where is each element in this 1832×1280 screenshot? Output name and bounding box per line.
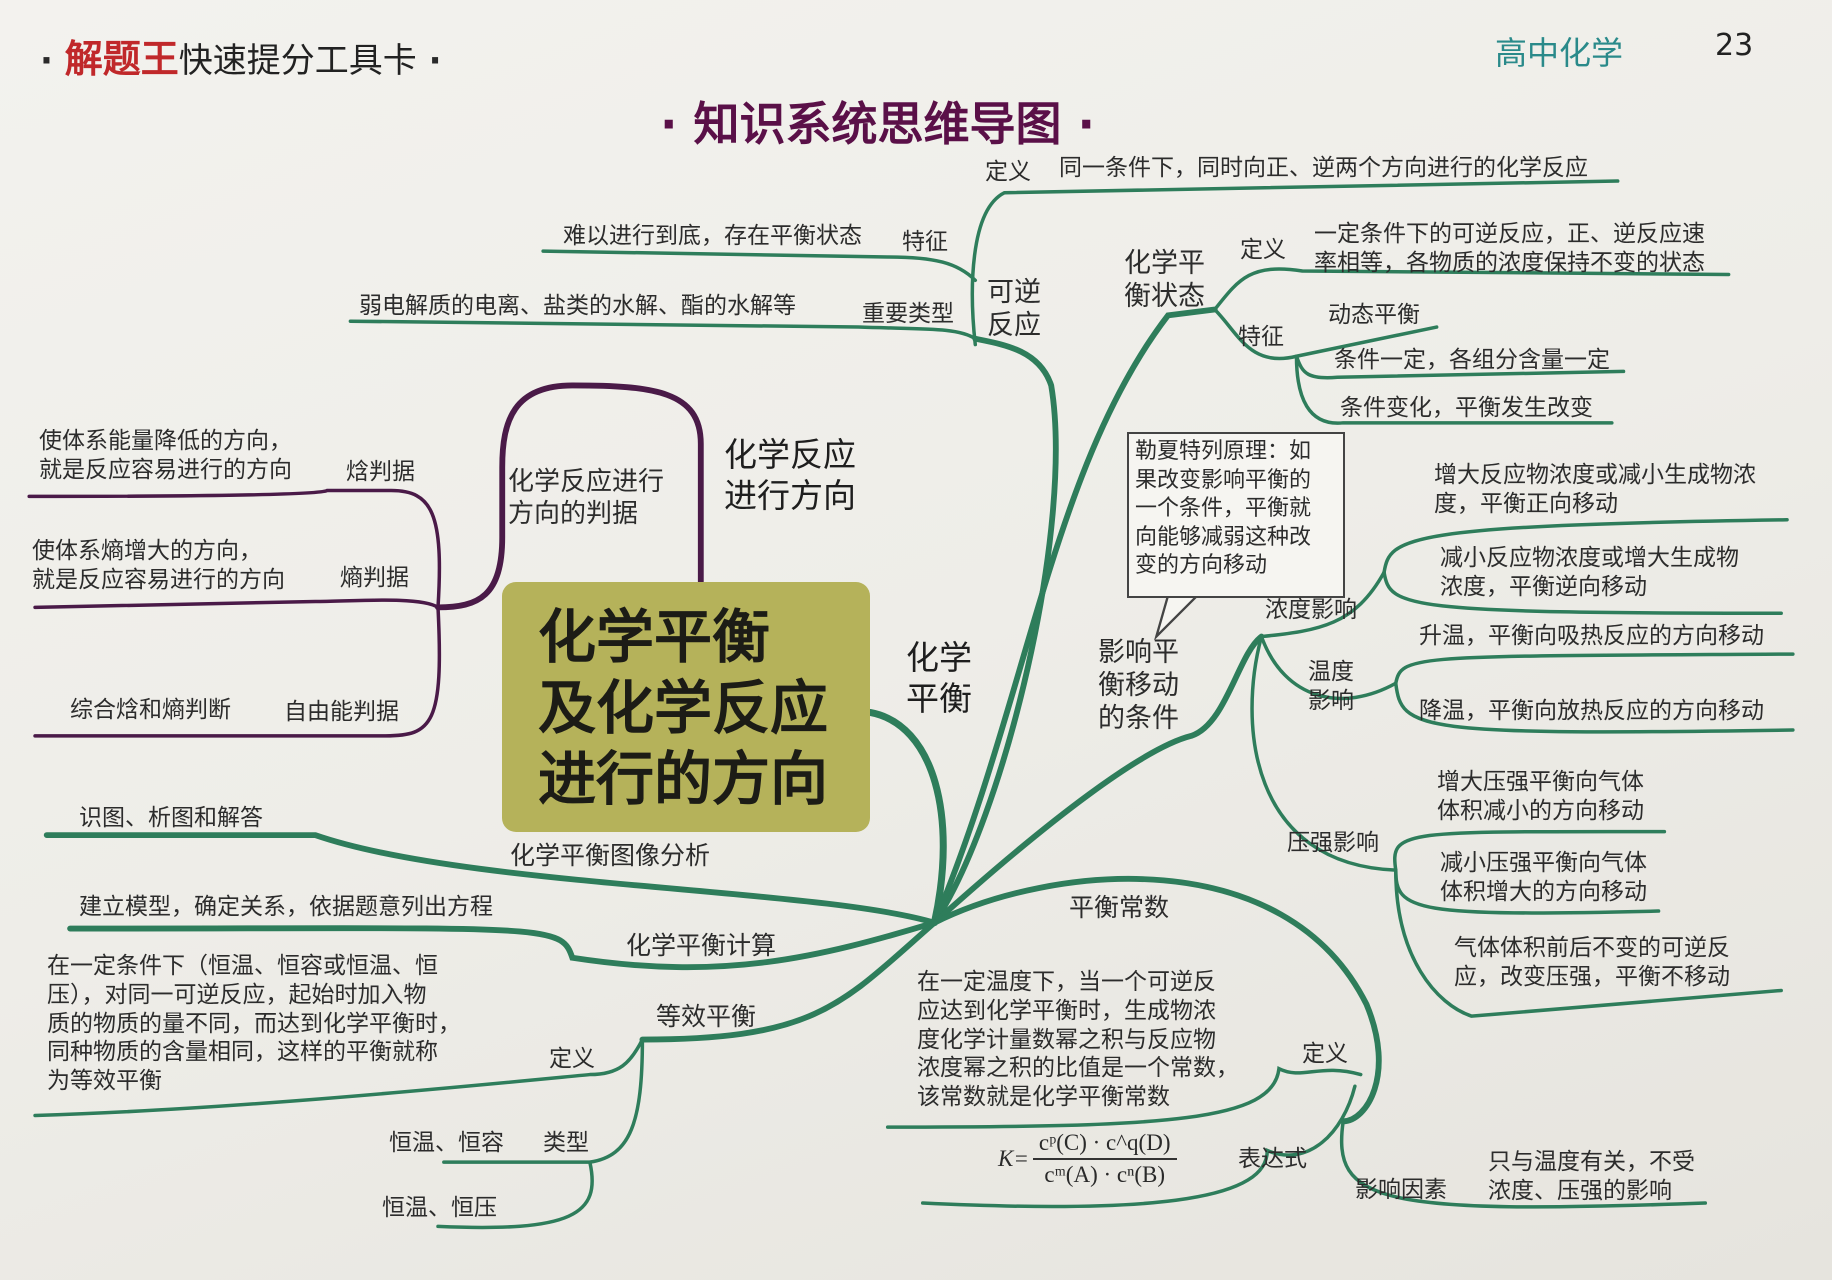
equivalent-type-2: 恒温、恒压 bbox=[382, 1195, 497, 1221]
entropy-label: 熵判据 bbox=[340, 565, 409, 591]
constant-definition-label: 定义 bbox=[1302, 1041, 1348, 1067]
branch-free-energy bbox=[33, 605, 442, 738]
constant-definition: 在一定温度下，当一个可逆反 应达到化学平衡时，生成物浓 度化学计量数幂之积与反应… bbox=[917, 969, 1239, 1110]
brand-suffix: 快速提分工具卡 bbox=[178, 41, 417, 81]
header-dot: · bbox=[40, 41, 53, 81]
reversible-feature: 难以进行到底，存在平衡状态 bbox=[563, 223, 862, 249]
shift-label: 影响平 衡移动 的条件 bbox=[1098, 637, 1179, 734]
callout-pointer bbox=[1153, 594, 1199, 641]
pressure-1: 增大压强平衡向气体 体积减小的方向移动 bbox=[1437, 769, 1644, 824]
concentration-label: 浓度影响 bbox=[1265, 597, 1357, 623]
header-brand: · 解题王快速提分工具卡 · bbox=[40, 28, 442, 83]
page-number: 23 bbox=[1715, 28, 1754, 63]
concentration-1: 增大反应物浓度或减小生成物浓 度，平衡正向移动 bbox=[1434, 462, 1756, 517]
reversible-definition: 同一条件下，同时向正、逆两个方向进行的化学反应 bbox=[1059, 155, 1588, 181]
entropy-text: 使体系熵增大的方向， 就是反应容易进行的方向 bbox=[32, 538, 285, 593]
state-definition: 一定条件下的可逆反应，正、逆反应速 率相等，各物质的浓度保持不变的状态 bbox=[1314, 221, 1705, 276]
branch-direction bbox=[435, 382, 704, 611]
enthalpy-label: 焓判据 bbox=[346, 459, 415, 485]
pressure-3: 气体体积前后不变的可逆反 应，改变压强，平衡不移动 bbox=[1454, 935, 1730, 990]
reversible-types: 弱电解质的电离、盐类的水解、酯的水解等 bbox=[359, 293, 796, 319]
branch-entropy bbox=[33, 598, 440, 610]
free-energy-text: 综合焓和熵判断 bbox=[70, 697, 231, 723]
temperature-1: 升温，平衡向吸热反应的方向移动 bbox=[1419, 623, 1764, 649]
temperature-2: 降温，平衡向放热反应的方向移动 bbox=[1419, 698, 1764, 724]
expression-label: 表达式 bbox=[1238, 1146, 1307, 1172]
formula-numerator: cᵖ(C) · c^q(D) bbox=[1032, 1130, 1177, 1160]
green-branches bbox=[33, 179, 1795, 1230]
direction-title: 化学反应 进行方向 bbox=[724, 435, 856, 516]
reversible-types-label: 重要类型 bbox=[862, 301, 954, 327]
branch-enthalpy bbox=[27, 488, 442, 610]
le-chatelier-text: 勒夏特列原理：如 果改变影响平衡的 一个条件，平衡就 向能够减弱这种改 变的方向… bbox=[1135, 439, 1312, 579]
equivalent-label: 等效平衡 bbox=[656, 1002, 757, 1031]
reversible-feature-label: 特征 bbox=[902, 229, 948, 255]
equivalent-definition-label: 定义 bbox=[549, 1046, 595, 1072]
header-dot: · bbox=[428, 41, 442, 81]
center-title: 化学平衡 及化学反应 进行的方向 bbox=[538, 603, 829, 813]
graph-text: 识图、析图和解答 bbox=[79, 805, 263, 831]
factors-label: 影响因素 bbox=[1355, 1177, 1447, 1203]
constant-label: 平衡常数 bbox=[1069, 893, 1170, 922]
pressure-2: 减小压强平衡向气体 体积增大的方向移动 bbox=[1440, 850, 1647, 905]
state-definition-label: 定义 bbox=[1240, 237, 1286, 263]
equivalent-definition: 在一定条件下（恒温、恒容或恒温、恒 压），对同一可逆反应，起始时加入物 质的物质… bbox=[47, 953, 461, 1094]
temperature-label: 温度 影响 bbox=[1308, 659, 1354, 714]
equivalent-type-1: 恒温、恒容 bbox=[389, 1130, 504, 1156]
concentration-2: 减小反应物浓度或增大生成物 浓度，平衡逆向移动 bbox=[1440, 545, 1739, 600]
reversible-label: 可逆 反应 bbox=[987, 277, 1041, 341]
purple-branches bbox=[27, 382, 704, 738]
enthalpy-text: 使体系能量降低的方向， 就是反应容易进行的方向 bbox=[39, 428, 292, 483]
equivalent-types-label: 类型 bbox=[543, 1130, 589, 1156]
subject-label: 高中化学 bbox=[1495, 34, 1624, 72]
formula-denominator: cᵐ(A) · cⁿ(B) bbox=[1044, 1162, 1166, 1187]
equilibrium-constant-formula: K= cᵖ(C) · c^q(D) cᵐ(A) · cⁿ(B) bbox=[998, 1130, 1177, 1188]
state-label: 化学平 衡状态 bbox=[1124, 248, 1205, 312]
le-chatelier-callout: 勒夏特列原理：如 果改变影响平衡的 一个条件，平衡就 向能够减弱这种改 变的方向… bbox=[1127, 432, 1345, 598]
free-energy-label: 自由能判据 bbox=[284, 699, 399, 725]
pressure-label: 压强影响 bbox=[1287, 830, 1379, 856]
state-feature-label: 特征 bbox=[1238, 324, 1284, 350]
page-title: · 知识系统思维导图 · bbox=[660, 97, 1095, 151]
calc-text: 建立模型，确定关系，依据题意列出方程 bbox=[79, 894, 493, 920]
calc-label: 化学平衡计算 bbox=[626, 931, 777, 960]
state-feature-2: 条件一定，各组分含量一定 bbox=[1334, 347, 1610, 373]
factors-text: 只与温度有关，不受 浓度、压强的影响 bbox=[1488, 1149, 1695, 1204]
formula-lhs: K= bbox=[998, 1146, 1029, 1171]
reversible-definition-label: 定义 bbox=[985, 159, 1031, 185]
center-node: 化学平衡 及化学反应 进行的方向 bbox=[502, 582, 870, 832]
state-feature-3: 条件变化，平衡发生改变 bbox=[1340, 395, 1593, 421]
graph-label: 化学平衡图像分析 bbox=[510, 841, 711, 870]
equilibrium-title: 化学 平衡 bbox=[906, 638, 972, 719]
direction-criteria: 化学反应进行 方向的判据 bbox=[508, 467, 665, 529]
state-feature-1: 动态平衡 bbox=[1328, 302, 1420, 328]
brand-name: 解题王 bbox=[64, 36, 179, 81]
